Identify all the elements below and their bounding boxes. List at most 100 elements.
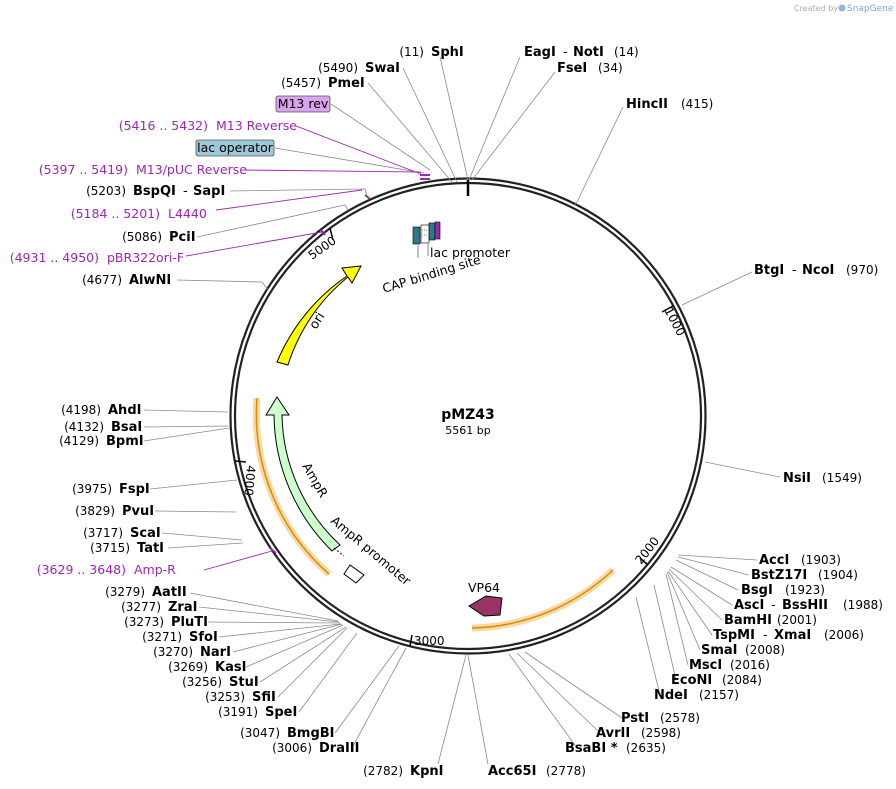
vp64-arrow[interactable] [468, 595, 503, 617]
enzyme-pos-tati: (3715) [90, 541, 130, 555]
enzyme-pos-sphi: (11) [399, 45, 424, 59]
primer-name-l4440[interactable]: L4440 [168, 206, 207, 221]
enzyme-pos-bsabi: (2635) [626, 741, 666, 755]
enzyme-name-tati[interactable]: TatI [137, 541, 164, 556]
enzyme-pos-nsii: (1549) [822, 471, 862, 485]
enzyme-name-ndei[interactable]: NdeI [654, 688, 688, 703]
orf-arc-left[interactable] [255, 397, 330, 575]
leader-bmgbi [334, 645, 400, 734]
enzyme-name-bamhi[interactable]: BamHI [724, 613, 772, 628]
primer-leader-m13puc [243, 169, 422, 173]
enzyme-name-sfoi[interactable]: SfoI [189, 630, 218, 645]
enzyme-name-bstz17i[interactable]: BstZ17I [751, 568, 807, 583]
boxed-feature-labels: M13 rev lac operator [195, 95, 331, 157]
enzyme-name-ncoi[interactable]: NcoI [802, 263, 834, 278]
primer-name-ampr[interactable]: Amp-R [134, 562, 176, 577]
lac-operator-tag[interactable] [195, 139, 275, 157]
enzyme-name-bsabi[interactable]: BsaBI * [565, 741, 618, 756]
tick-label-1000: 1000 [661, 305, 688, 339]
enzyme-name-eagi[interactable]: EagI [524, 45, 556, 60]
primer-mark-l4440 [364, 194, 371, 200]
enzyme-pos-stui: (3256) [182, 675, 222, 689]
enzyme-separator-eagi-noti: - [563, 45, 568, 60]
enzyme-name-btgi[interactable]: BtgI [754, 263, 784, 278]
enzyme-name-sphi[interactable]: SphI [431, 45, 464, 60]
enzyme-name-acc65i[interactable]: Acc65I [488, 764, 536, 779]
enzyme-name-econi[interactable]: EcoNI [671, 673, 712, 688]
enzyme-name-bmgbi[interactable]: BmgBI [287, 726, 335, 741]
tick-label-4000: 4000 [241, 465, 258, 497]
enzyme-name-noti[interactable]: NotI [573, 45, 604, 60]
enzyme-name-fsei[interactable]: FseI [557, 61, 587, 76]
orf-arc-bottom[interactable] [471, 569, 614, 629]
enzyme-name-kpni[interactable]: KpnI [410, 764, 443, 779]
primer-range-pbr: (4931 .. 4950) [10, 250, 99, 265]
leader-bsai [143, 425, 229, 428]
enzyme-name-aatii[interactable]: AatII [152, 585, 187, 600]
enzyme-name-alwni[interactable]: AlwNI [129, 273, 171, 288]
enzyme-name-pvui[interactable]: PvuI [122, 504, 154, 519]
enzyme-name-scai[interactable]: ScaI [130, 526, 161, 541]
enzyme-pos-bstz17i: (1904) [818, 568, 858, 582]
enzyme-name-spei[interactable]: SpeI [265, 705, 297, 720]
plasmid-name: pMZ43 [441, 407, 495, 423]
enzyme-name-zrai[interactable]: ZraI [168, 600, 197, 615]
enzyme-pos-sfii: (3253) [205, 690, 245, 704]
enzyme-name-tspmi[interactable]: TspMI [713, 628, 755, 643]
primer-name-m13rev[interactable]: M13 Reverse [216, 118, 297, 133]
primer-leader-ampr [203, 550, 273, 571]
enzyme-pos-pvui: (3829) [75, 504, 115, 518]
leader-sphi [439, 56, 469, 181]
enzyme-pos-nari: (3270) [153, 645, 193, 659]
cap-binding-site-box[interactable] [412, 226, 421, 245]
ampr-arrow[interactable] [265, 396, 341, 552]
enzyme-name-swai[interactable]: SwaI [365, 61, 400, 76]
enzyme-name-bsshii[interactable]: BssHII [782, 598, 828, 613]
enzyme-name-asci[interactable]: AscI [734, 598, 764, 613]
enzyme-name-bspqi[interactable]: BspQI [133, 184, 176, 199]
enzyme-name-kasi[interactable]: KasI [215, 660, 246, 675]
enzyme-name-sapi[interactable]: SapI [193, 184, 225, 199]
primer-name-m13puc[interactable]: M13/pUC Reverse [136, 162, 247, 177]
enzyme-pos-bsgi: (1923) [785, 583, 825, 597]
leader-kasi [245, 624, 344, 668]
watermark-created-by: Created by [794, 4, 838, 13]
lac-operator-box[interactable] [428, 222, 436, 241]
primer-leader-l4440 [215, 189, 363, 211]
enzyme-pos-kasi: (3269) [168, 660, 208, 674]
enzyme-separator-btgi-ncoi: - [792, 263, 797, 278]
leader-psti [524, 651, 623, 719]
enzyme-name-nsii[interactable]: NsiI [783, 471, 811, 486]
ori-arrow[interactable] [276, 265, 362, 366]
enzyme-name-bpmi[interactable]: BpmI [106, 434, 144, 449]
ampr-promoter-divider [333, 547, 345, 557]
enzyme-name-pluti[interactable]: PluTI [171, 615, 208, 630]
enzyme-name-ahdi[interactable]: AhdI [108, 403, 141, 418]
m13-rev-tag[interactable] [275, 95, 331, 113]
enzyme-name-bsgi[interactable]: BsgI [741, 583, 773, 598]
enzyme-pos-bspqi: (5203) [86, 184, 126, 198]
enzyme-name-acci[interactable]: AccI [759, 553, 789, 568]
enzyme-name-stui[interactable]: StuI [229, 675, 259, 690]
enzyme-name-hincii[interactable]: HincII [626, 97, 668, 112]
enzyme-name-msci[interactable]: MscI [689, 658, 722, 673]
plasmid-length: 5561 bp [445, 424, 490, 437]
enzyme-name-psti[interactable]: PstI [621, 711, 649, 726]
enzyme-name-smai[interactable]: SmaI [701, 643, 738, 658]
enzyme-name-pcii[interactable]: PciI [169, 230, 196, 245]
enzyme-name-pmei[interactable]: PmeI [328, 76, 365, 91]
ampr-promoter-arrow[interactable] [343, 564, 365, 584]
leader-nari [232, 623, 343, 653]
enzyme-pos-msci: (2016) [730, 658, 770, 672]
m13-rev-box[interactable] [434, 221, 441, 240]
enzyme-name-xmai[interactable]: XmaI [774, 628, 811, 643]
primer-name-pbr[interactable]: pBR322ori-F [107, 250, 184, 265]
enzyme-name-avrii[interactable]: AvrII [596, 726, 630, 741]
enzyme-name-bsai[interactable]: BsaI [111, 420, 142, 435]
leader-eagi [468, 56, 521, 181]
enzyme-name-sfii[interactable]: SfiI [252, 690, 276, 705]
enzyme-name-nari[interactable]: NarI [200, 645, 231, 660]
lac-promoter-box[interactable] [420, 224, 430, 244]
enzyme-name-fspi[interactable]: FspI [119, 482, 150, 497]
enzyme-name-draiii[interactable]: DraIII [319, 741, 360, 756]
